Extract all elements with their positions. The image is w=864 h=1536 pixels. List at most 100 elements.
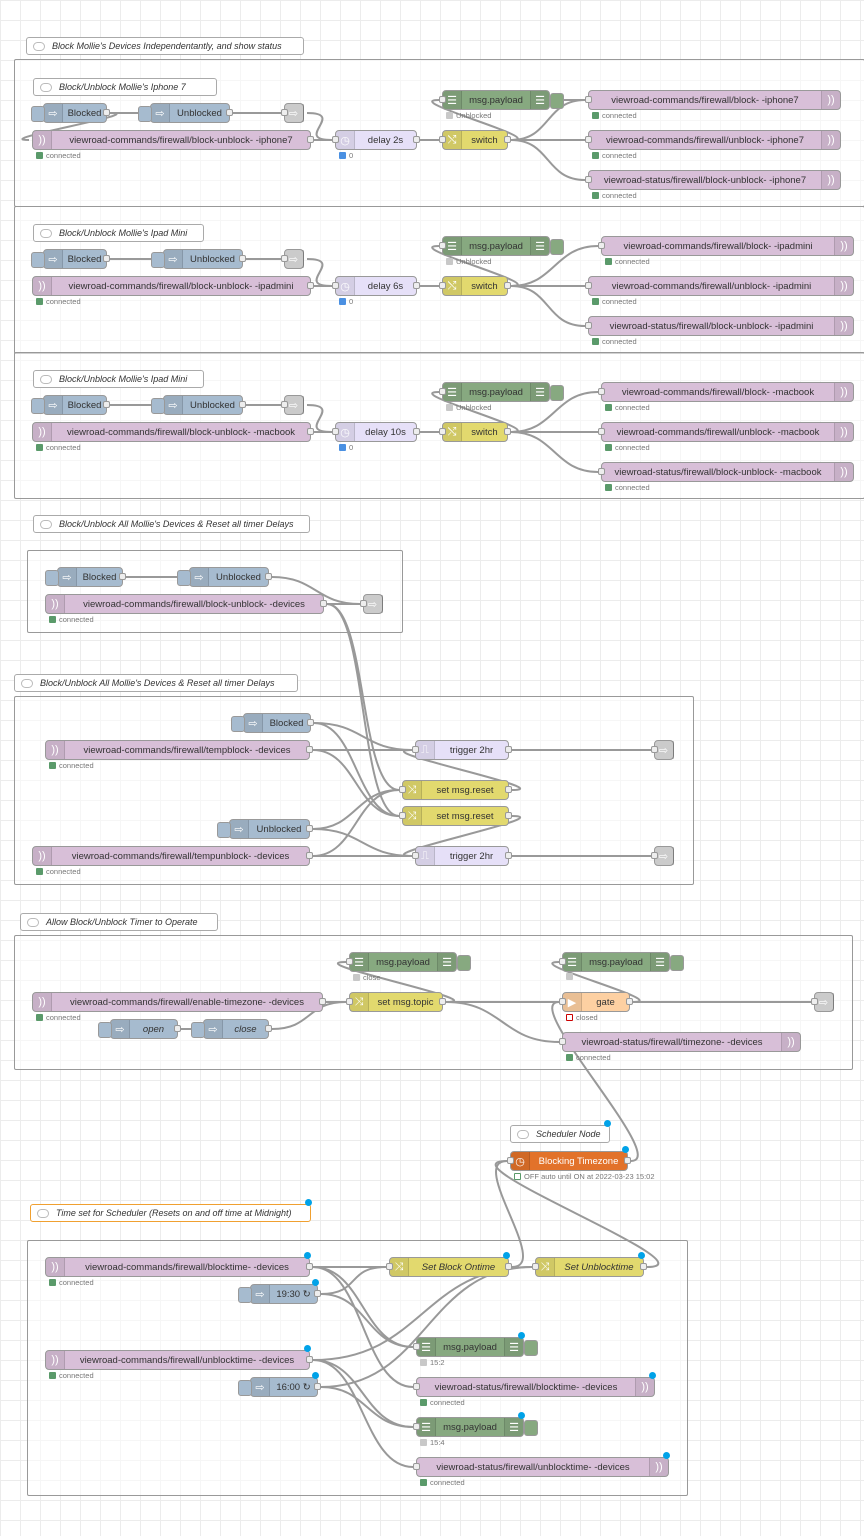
mqtt-node[interactable]: viewroad-status/firewall/timezone- -devi…: [559, 1032, 801, 1052]
inject-node[interactable]: ⇨open: [98, 1019, 181, 1039]
inject-trigger-button[interactable]: [98, 1022, 112, 1038]
output-port[interactable]: [505, 812, 512, 819]
input-port[interactable]: [651, 746, 658, 753]
input-port[interactable]: [598, 428, 605, 435]
link-out-node[interactable]: ⇨: [651, 740, 674, 760]
delay-node[interactable]: ◷delay 2s: [332, 130, 420, 150]
mqtt-node[interactable]: viewroad-commands/firewall/unblock- -ipa…: [585, 276, 854, 296]
mqtt-node[interactable]: ))viewroad-commands/firewall/tempunblock…: [32, 846, 313, 866]
inject-trigger-button[interactable]: [31, 106, 45, 122]
change-node[interactable]: ⤨Set Unblocktime: [532, 1252, 647, 1277]
debug-toggle-button[interactable]: [550, 93, 564, 109]
link-out-node[interactable]: ⇨: [281, 103, 304, 123]
output-port[interactable]: [505, 852, 512, 859]
inject-trigger-button[interactable]: [177, 570, 191, 586]
output-port[interactable]: [239, 401, 246, 408]
input-port[interactable]: [651, 852, 658, 859]
debug-toggle-button[interactable]: [550, 239, 564, 255]
input-port[interactable]: [507, 1157, 514, 1164]
input-port[interactable]: [439, 136, 446, 143]
link-out-node[interactable]: ⇨: [651, 846, 674, 866]
output-port[interactable]: [505, 746, 512, 753]
input-port[interactable]: [346, 998, 353, 1005]
inject-node[interactable]: ⇨Blocked: [231, 713, 314, 733]
mqtt-node[interactable]: viewroad-commands/firewall/block- -macbo…: [598, 382, 854, 402]
input-port[interactable]: [585, 322, 592, 329]
mqtt-node[interactable]: ))viewroad-commands/firewall/block-unblo…: [32, 276, 314, 296]
mqtt-node[interactable]: ))viewroad-commands/firewall/block-unblo…: [32, 130, 314, 150]
output-port[interactable]: [413, 282, 420, 289]
input-port[interactable]: [585, 96, 592, 103]
input-port[interactable]: [281, 255, 288, 262]
debug-node[interactable]: ☰msg.payload☰: [413, 1412, 538, 1437]
inject-trigger-button[interactable]: [151, 252, 165, 268]
comment-node[interactable]: Block/Unblock Mollie's Ipad Mini: [33, 224, 204, 242]
output-port[interactable]: [626, 998, 633, 1005]
switch-node[interactable]: ⤭switch: [439, 276, 511, 296]
input-port[interactable]: [598, 242, 605, 249]
output-port[interactable]: [174, 1025, 181, 1032]
mqtt-node[interactable]: ))viewroad-commands/firewall/enable-time…: [32, 992, 326, 1012]
comment-node[interactable]: Block/Unblock Mollie's Ipad Mini: [33, 370, 204, 388]
output-port[interactable]: [103, 255, 110, 262]
debug-toggle-button[interactable]: [524, 1340, 538, 1356]
link-out-node[interactable]: ⇨: [360, 594, 383, 614]
inject-node[interactable]: ⇨close: [191, 1019, 272, 1039]
mqtt-node[interactable]: ))viewroad-commands/firewall/blocktime- …: [45, 1252, 313, 1277]
inject-node[interactable]: ⇨Blocked: [31, 103, 110, 123]
mqtt-node[interactable]: viewroad-commands/firewall/unblock- -mac…: [598, 422, 854, 442]
inject-trigger-button[interactable]: [191, 1022, 205, 1038]
output-port[interactable]: [119, 573, 126, 580]
output-port[interactable]: [265, 573, 272, 580]
mqtt-node[interactable]: viewroad-commands/firewall/unblock- -iph…: [585, 130, 841, 150]
scheduler-node[interactable]: ◷Blocking Timezone: [507, 1146, 631, 1171]
input-port[interactable]: [585, 282, 592, 289]
mqtt-node[interactable]: viewroad-commands/firewall/block- -ipadm…: [598, 236, 854, 256]
input-port[interactable]: [559, 1038, 566, 1045]
output-port[interactable]: [314, 1383, 321, 1390]
input-port[interactable]: [413, 1423, 420, 1430]
link-out-node[interactable]: ⇨: [281, 395, 304, 415]
output-port[interactable]: [439, 998, 446, 1005]
debug-node[interactable]: ☰msg.payload☰: [439, 90, 564, 110]
input-port[interactable]: [332, 428, 339, 435]
inject-trigger-button[interactable]: [31, 252, 45, 268]
input-port[interactable]: [559, 998, 566, 1005]
output-port[interactable]: [413, 428, 420, 435]
debug-node[interactable]: ☰msg.payload☰: [439, 236, 564, 256]
input-port[interactable]: [439, 96, 446, 103]
output-port[interactable]: [504, 282, 511, 289]
trigger-node[interactable]: ⎍trigger 2hr: [412, 846, 512, 866]
comment-node[interactable]: Block/Unblock All Mollie's Devices & Res…: [14, 674, 298, 692]
inject-node[interactable]: ⇨Unblocked: [151, 395, 246, 415]
output-port[interactable]: [265, 1025, 272, 1032]
input-port[interactable]: [413, 1343, 420, 1350]
input-port[interactable]: [439, 242, 446, 249]
link-out-node[interactable]: ⇨: [281, 249, 304, 269]
inject-node[interactable]: ⇨19:30 ↻: [238, 1279, 321, 1304]
input-port[interactable]: [439, 282, 446, 289]
inject-node[interactable]: ⇨Unblocked: [177, 567, 272, 587]
mqtt-node[interactable]: ))viewroad-commands/firewall/block-unblo…: [32, 422, 314, 442]
output-port[interactable]: [307, 282, 314, 289]
output-port[interactable]: [307, 719, 314, 726]
output-port[interactable]: [319, 998, 326, 1005]
comment-node[interactable]: Block/Unblock All Mollie's Devices & Res…: [33, 515, 310, 533]
output-port[interactable]: [306, 746, 313, 753]
output-port[interactable]: [306, 1356, 313, 1363]
inject-node[interactable]: ⇨16:00 ↻: [238, 1372, 321, 1397]
inject-trigger-button[interactable]: [231, 716, 245, 732]
inject-node[interactable]: ⇨Unblocked: [151, 249, 246, 269]
output-port[interactable]: [103, 401, 110, 408]
output-port[interactable]: [504, 136, 511, 143]
input-port[interactable]: [346, 958, 353, 965]
inject-node[interactable]: ⇨Blocked: [31, 249, 110, 269]
input-port[interactable]: [811, 998, 818, 1005]
output-port[interactable]: [306, 1263, 313, 1270]
debug-toggle-button[interactable]: [524, 1420, 538, 1436]
input-port[interactable]: [598, 388, 605, 395]
debug-toggle-button[interactable]: [457, 955, 471, 971]
input-port[interactable]: [413, 1463, 420, 1470]
inject-trigger-button[interactable]: [138, 106, 152, 122]
